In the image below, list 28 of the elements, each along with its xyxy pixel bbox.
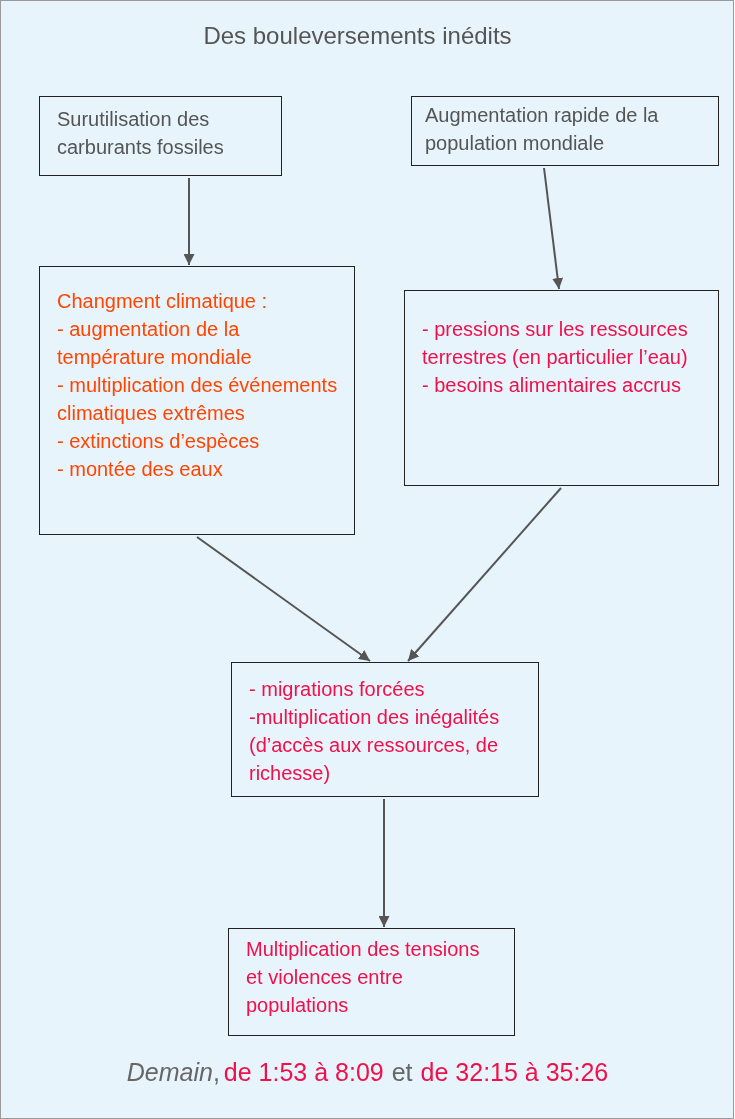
box-text: Multiplication des tensions et violences entre populations xyxy=(246,937,481,1018)
arrow xyxy=(543,167,564,290)
text-box xyxy=(39,266,355,535)
arrow xyxy=(183,177,195,266)
box-text: - extinctions d’espèces xyxy=(57,429,261,454)
arrow xyxy=(196,536,371,662)
box-text: - multiplication des événements climatiques extrêmes xyxy=(57,373,339,426)
caption-text: de 32:15 à 35:26 xyxy=(420,1058,609,1086)
diagram-title: Des bouleversements inédits xyxy=(202,22,513,50)
box-text: Surutilisation des carburants fossiles xyxy=(57,107,225,160)
box-text: Changment climatique : xyxy=(57,289,269,314)
text-box xyxy=(411,96,719,166)
box-text: - montée des eaux xyxy=(57,457,224,482)
caption-text: et xyxy=(391,1058,413,1086)
box-text: - migrations forcées xyxy=(249,677,426,702)
caption-text: de 1:53 à 8:09 xyxy=(223,1058,384,1086)
text-box xyxy=(39,96,282,176)
box-text: - besoins alimentaires accrus xyxy=(422,373,682,398)
box-text: - pressions sur les ressources terrestres (en particulier l’eau) xyxy=(422,317,689,370)
caption-text: Demain, xyxy=(126,1058,220,1086)
box-text: - augmentation de la température mondiale xyxy=(57,317,253,370)
arrow xyxy=(407,487,562,662)
box-text: Augmentation rapide de la population mondiale xyxy=(425,103,660,156)
text-box xyxy=(231,662,539,797)
text-box xyxy=(404,290,719,486)
arrow xyxy=(378,798,390,928)
text-box xyxy=(228,928,515,1036)
box-text: -multiplication des inégalités (d’accès aux ressources, de richesse) xyxy=(249,705,501,786)
